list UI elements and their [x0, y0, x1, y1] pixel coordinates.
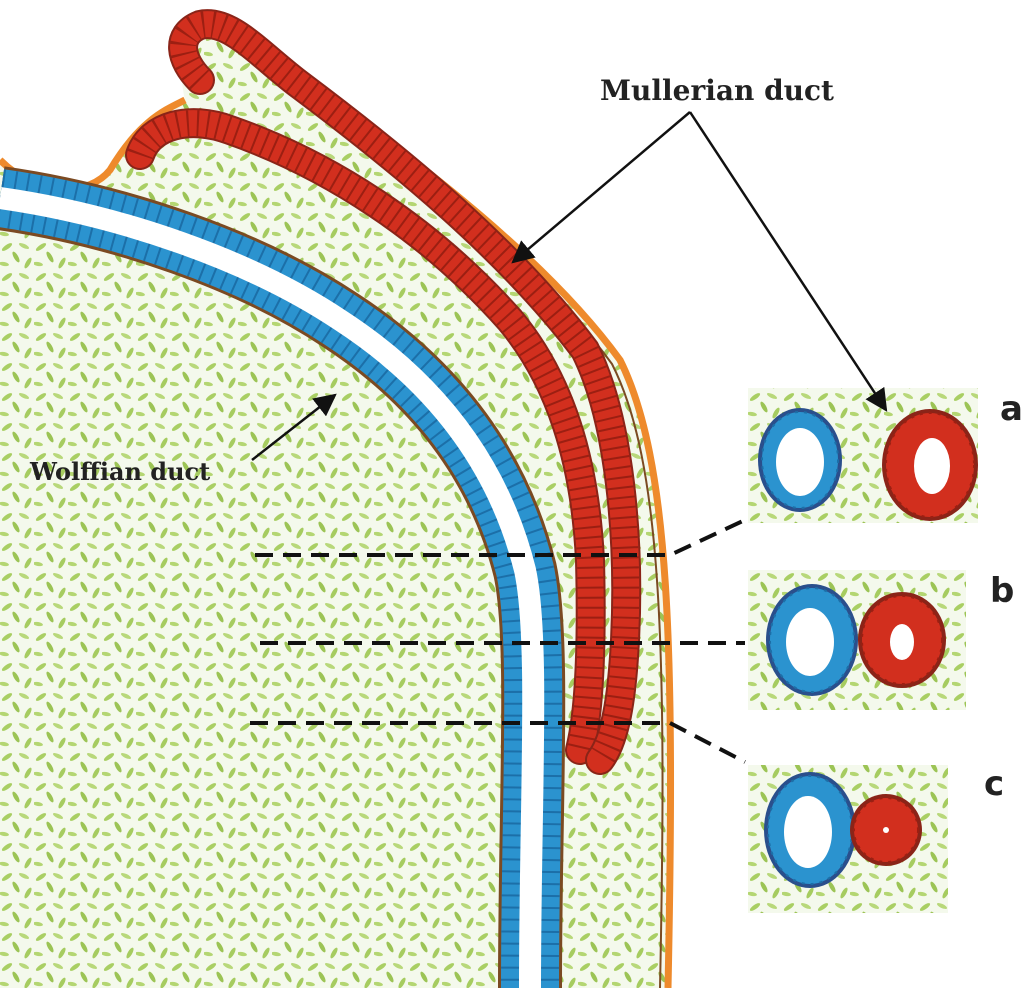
- label-wolffian-duct: Wolffian duct: [29, 457, 210, 486]
- arrow-mullerian-to-duct: [513, 112, 690, 262]
- cross-section-b: b: [748, 570, 1014, 710]
- panel-letter-c: c: [984, 764, 1004, 804]
- panel-letter-b: b: [990, 571, 1014, 611]
- label-mullerian-duct: Mullerian duct: [600, 74, 834, 107]
- arrow-mullerian-to-section: [690, 112, 886, 410]
- cross-section-c: c: [748, 764, 1004, 913]
- panel-letter-a: a: [1000, 389, 1023, 429]
